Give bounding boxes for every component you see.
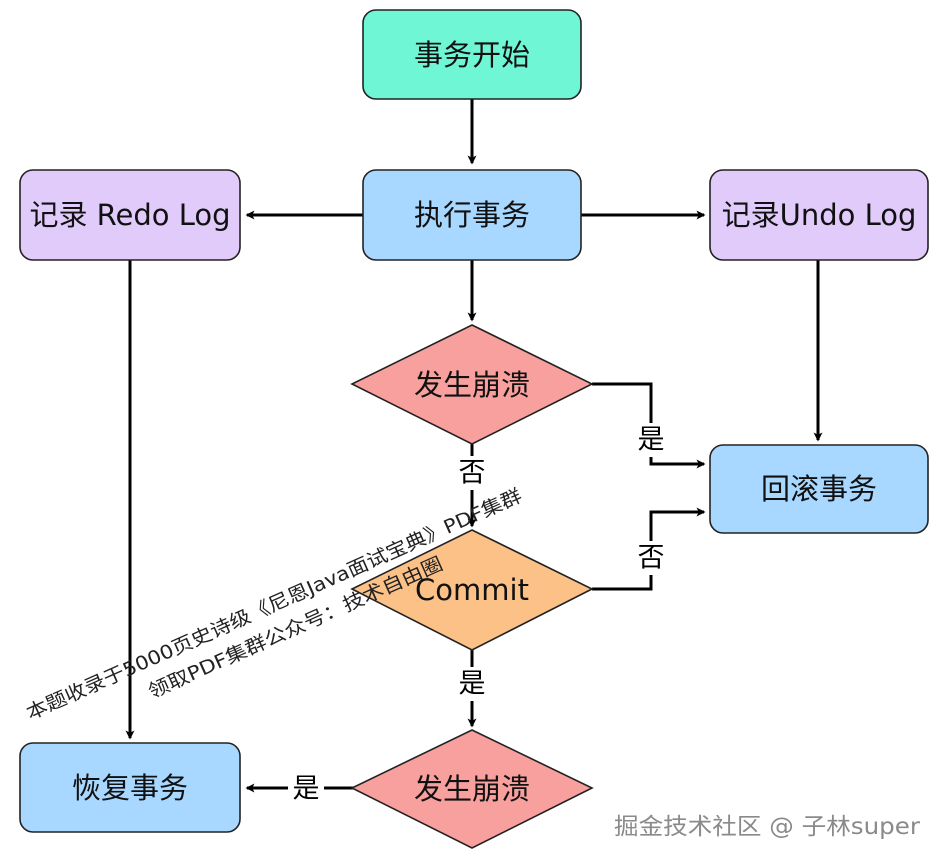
edge-label-crash1-no: 否 [459, 458, 486, 489]
node-recover-label: 恢复事务 [72, 771, 188, 805]
node-undo-log: 记录Undo Log [709, 169, 929, 261]
node-execute-label: 执行事务 [414, 198, 530, 232]
node-crash-2: 发生崩溃 [350, 729, 594, 849]
node-crash-1-label: 发生崩溃 [414, 368, 530, 402]
node-redo-log: 记录 Redo Log [19, 169, 241, 261]
edge-label-commit-no: 否 [638, 543, 665, 574]
site-credit: 掘金技术社区 @ 子林super [614, 814, 921, 840]
node-recover: 恢复事务 [19, 742, 241, 833]
edge-label-crash2-yes: 是 [293, 774, 320, 805]
node-execute: 执行事务 [362, 169, 582, 261]
watermark-line-2: 领取PDF集群公众号：技术自由圈 [145, 553, 446, 703]
node-rollback: 回滚事务 [709, 444, 929, 534]
node-commit: Commit [350, 529, 594, 651]
node-commit-label: Commit [415, 573, 529, 607]
edge-label-crash1-yes: 是 [638, 425, 665, 456]
edge-label-commit-yes: 是 [459, 669, 486, 700]
node-start: 事务开始 [362, 9, 582, 100]
edge-labels: 是 否 否 是 是 [288, 423, 669, 806]
node-crash-2-label: 发生崩溃 [414, 772, 530, 806]
node-crash-1: 发生崩溃 [350, 324, 594, 445]
node-rollback-label: 回滚事务 [761, 472, 877, 506]
node-redo-log-label: 记录 Redo Log [29, 198, 230, 232]
node-undo-log-label: 记录Undo Log [722, 198, 917, 232]
node-start-label: 事务开始 [414, 38, 530, 72]
